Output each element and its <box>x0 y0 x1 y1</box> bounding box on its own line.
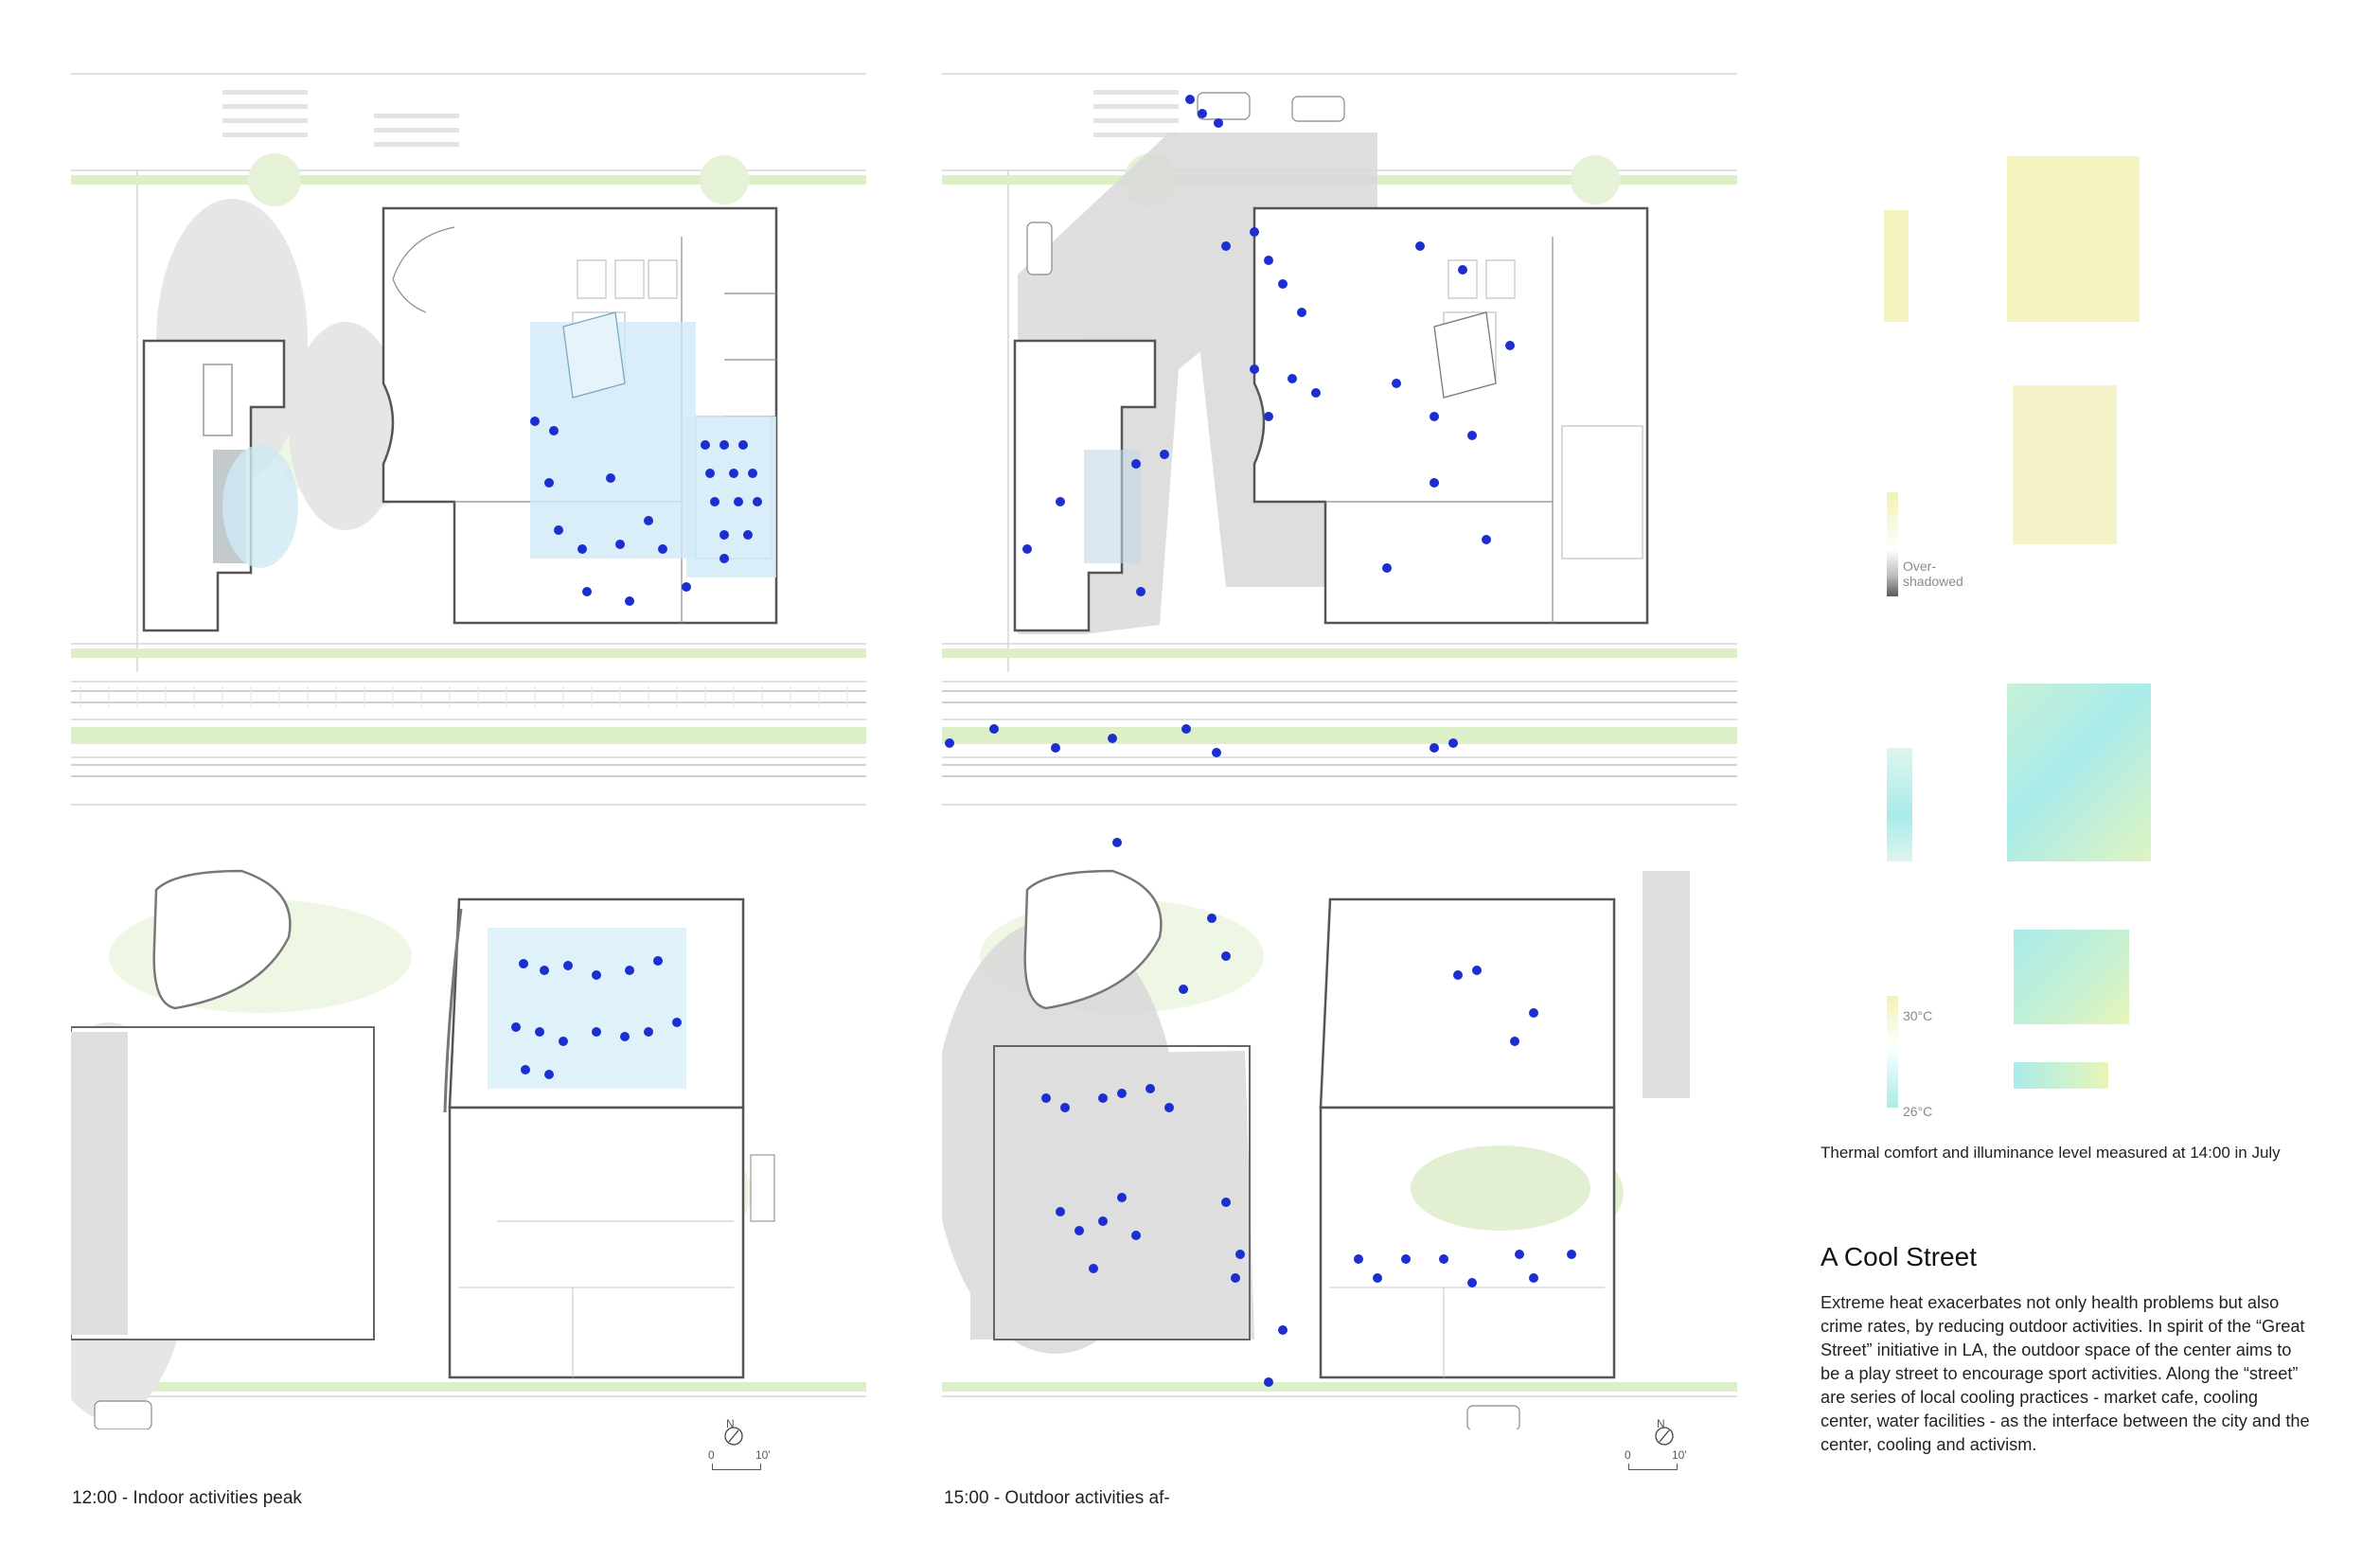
article-title: A Cool Street <box>1821 1242 1977 1271</box>
plan-afternoon-caption: 15:00 - Outdoor activities af- <box>944 1488 1170 1508</box>
illuminance-map-north <box>2007 156 2140 322</box>
thermal-map-strip <box>2014 1062 2108 1089</box>
scale-zero: 0 <box>1625 1448 1631 1462</box>
parked-car <box>94 1400 152 1429</box>
community-center-north <box>1252 206 1649 625</box>
north-arrow-icon <box>722 1425 745 1450</box>
north-label: N <box>1657 1417 1665 1430</box>
article-body: Extreme heat exacerbates not only health… <box>1821 1293 2310 1454</box>
plan-noon-caption: 12:00 - Indoor activities peak <box>72 1488 302 1508</box>
rail-tracks <box>942 690 1737 777</box>
thermal-map-pavilion <box>1887 748 1912 861</box>
legend-temp-high: 30°C <box>1903 1008 1933 1023</box>
south-court <box>993 1045 1251 1340</box>
crosswalk <box>222 90 459 147</box>
people-markers <box>945 95 1576 1387</box>
scale-bar <box>712 1464 761 1470</box>
scale-ten: 10' <box>1672 1448 1687 1462</box>
analysis-caption: Thermal comfort and illuminance level me… <box>1821 1144 2281 1162</box>
floor-plan-afternoon-drawing <box>942 73 1737 1429</box>
scale-bar <box>1628 1464 1678 1470</box>
legend-temp-low: 26°C <box>1903 1104 1933 1119</box>
community-center-south <box>1319 897 1616 1379</box>
illuminance-legend-bar <box>1887 492 1898 596</box>
parked-car <box>1026 92 1520 1429</box>
thermal-map-south <box>2014 930 2129 1024</box>
north-arrow-icon <box>1653 1425 1676 1450</box>
thermal-legend-bar <box>1887 996 1898 1108</box>
thermal-map-north <box>2007 683 2151 861</box>
illuminance-map-south <box>2013 385 2117 544</box>
legend-overshadowed: Over- shadowed <box>1903 559 1963 589</box>
floor-plan-noon-drawing <box>71 73 866 1429</box>
people-markers <box>511 417 762 1079</box>
illuminance-map-pavilion <box>1884 210 1909 322</box>
north-label: N <box>726 1417 735 1430</box>
scale-zero: 0 <box>708 1448 715 1462</box>
floor-plan-afternoon <box>942 57 1737 1429</box>
floor-plan-noon <box>71 57 866 1429</box>
scale-ten: 10' <box>755 1448 771 1462</box>
crosswalk <box>1093 90 1179 137</box>
